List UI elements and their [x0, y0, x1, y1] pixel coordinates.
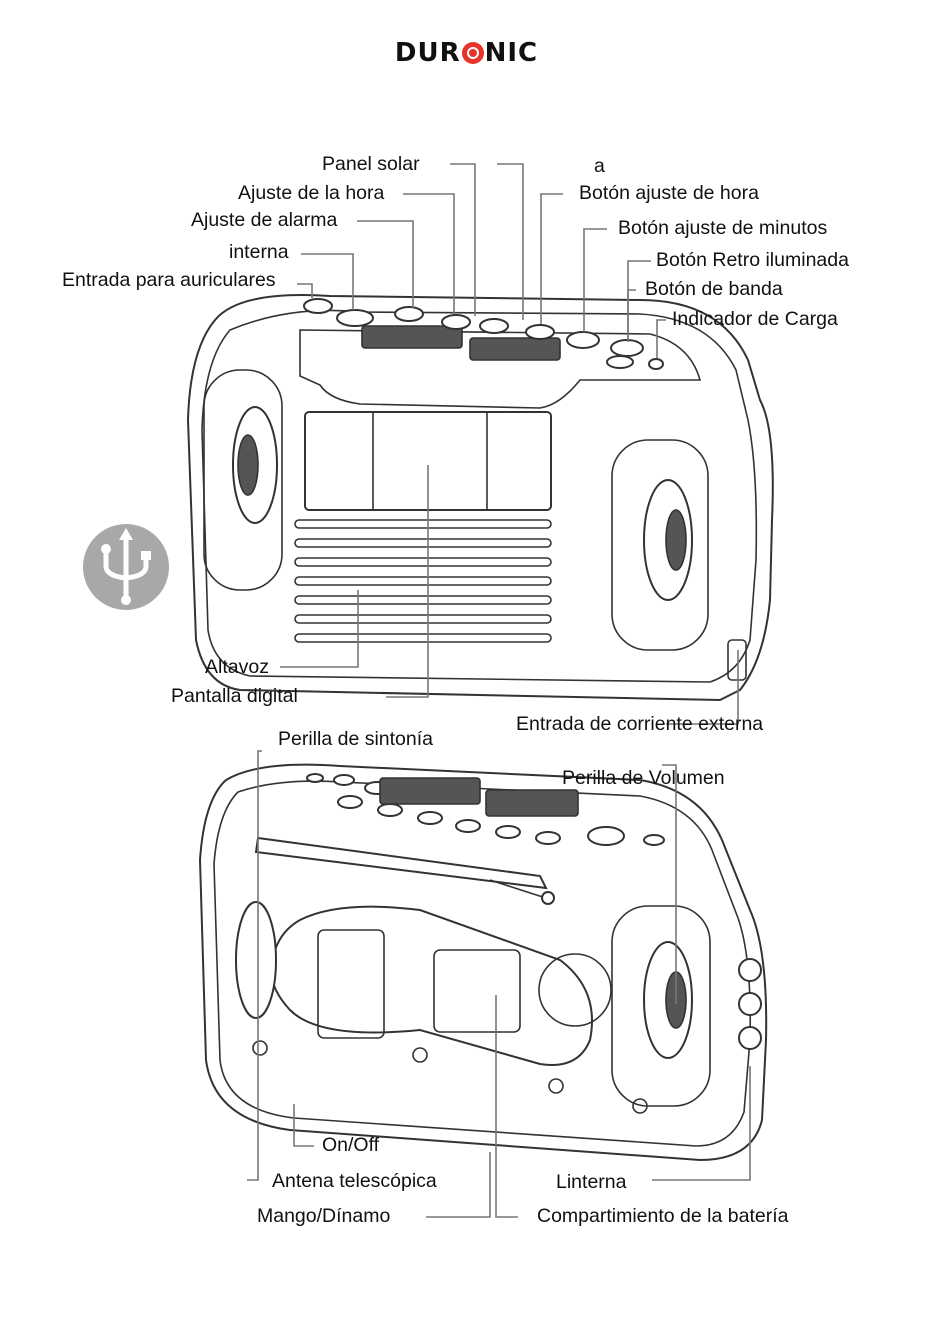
label-altavoz: Altavoz — [205, 656, 269, 678]
label-perilla-volumen: Perilla de Volumen — [562, 767, 725, 789]
label-panel-solar: Panel solar — [322, 153, 420, 175]
label-boton-ajuste-minutos: Botón ajuste de minutos — [618, 217, 828, 239]
label-indicador-carga: Indicador de Carga — [672, 308, 838, 330]
label-on-off: On/Off — [322, 1134, 380, 1156]
brand-right: NIC — [484, 38, 539, 68]
radio-back-view — [198, 763, 768, 1162]
label-interna: interna — [229, 241, 289, 263]
power-logo-icon — [461, 42, 484, 64]
label-antena: Antena telescópica — [272, 1170, 437, 1192]
label-ajuste-alarma: Ajuste de alarma — [191, 209, 338, 231]
brand-left: DUR — [394, 38, 461, 68]
label-a: a — [594, 155, 605, 177]
label-boton-retro: Botón Retro iluminada — [656, 249, 849, 271]
label-auriculares: Entrada para auriculares — [62, 269, 276, 291]
label-mango: Mango/Dínamo — [257, 1205, 391, 1227]
brand-logo: DUR NIC — [0, 38, 933, 68]
label-boton-banda: Botón de banda — [645, 278, 783, 300]
label-linterna: Linterna — [556, 1171, 627, 1193]
label-pantalla-digital: Pantalla digital — [171, 685, 298, 707]
label-perilla-sintonia: Perilla de sintonía — [278, 728, 434, 750]
radio-front-view — [186, 294, 774, 702]
label-bateria: Compartimiento de la batería — [537, 1205, 789, 1227]
usb-icon — [83, 524, 169, 610]
leader-lines — [247, 163, 751, 1218]
label-boton-ajuste-hora: Botón ajuste de hora — [579, 182, 759, 204]
label-ajuste-hora: Ajuste de la hora — [238, 182, 385, 204]
label-entrada-corriente: Entrada de corriente externa — [516, 713, 764, 735]
